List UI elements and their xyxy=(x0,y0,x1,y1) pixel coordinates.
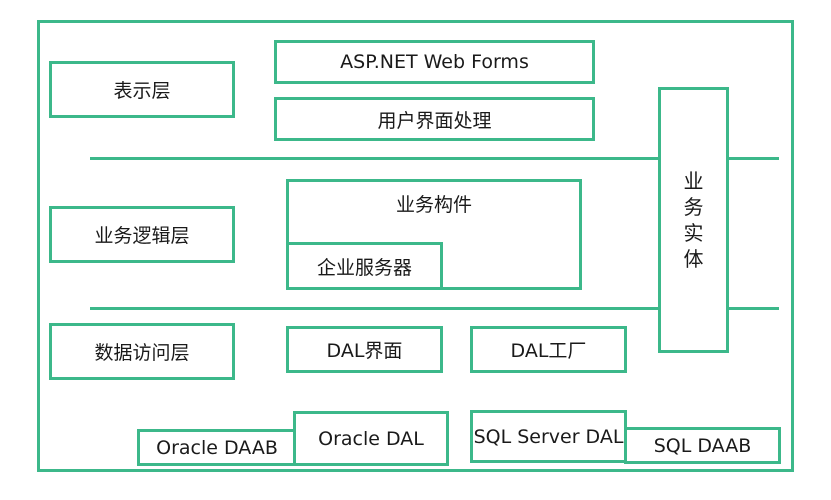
business-layer-label: 业务逻辑层 xyxy=(49,206,235,263)
web-forms-box: ASP.NET Web Forms xyxy=(274,40,595,84)
dal-interface-box: DAL界面 xyxy=(286,326,443,373)
business-entity-box: 业务实体 xyxy=(658,87,729,353)
sqlserver-dal-box: SQL Server DAL xyxy=(470,410,627,463)
ui-processing-box: 用户界面处理 xyxy=(274,97,595,141)
presentation-layer-label: 表示层 xyxy=(49,61,235,118)
oracle-daab-box: Oracle DAAB xyxy=(137,429,297,466)
outer-frame xyxy=(37,20,794,472)
oracle-dal-box: Oracle DAL xyxy=(293,411,449,466)
layer-separator-bottom xyxy=(90,307,779,310)
sql-daab-box: SQL DAAB xyxy=(624,427,781,464)
enterprise-services-box: 企业服务器 xyxy=(286,242,443,290)
dal-factory-box: DAL工厂 xyxy=(470,326,627,373)
data-access-layer-label: 数据访问层 xyxy=(49,323,235,380)
layer-separator-top xyxy=(90,157,779,160)
